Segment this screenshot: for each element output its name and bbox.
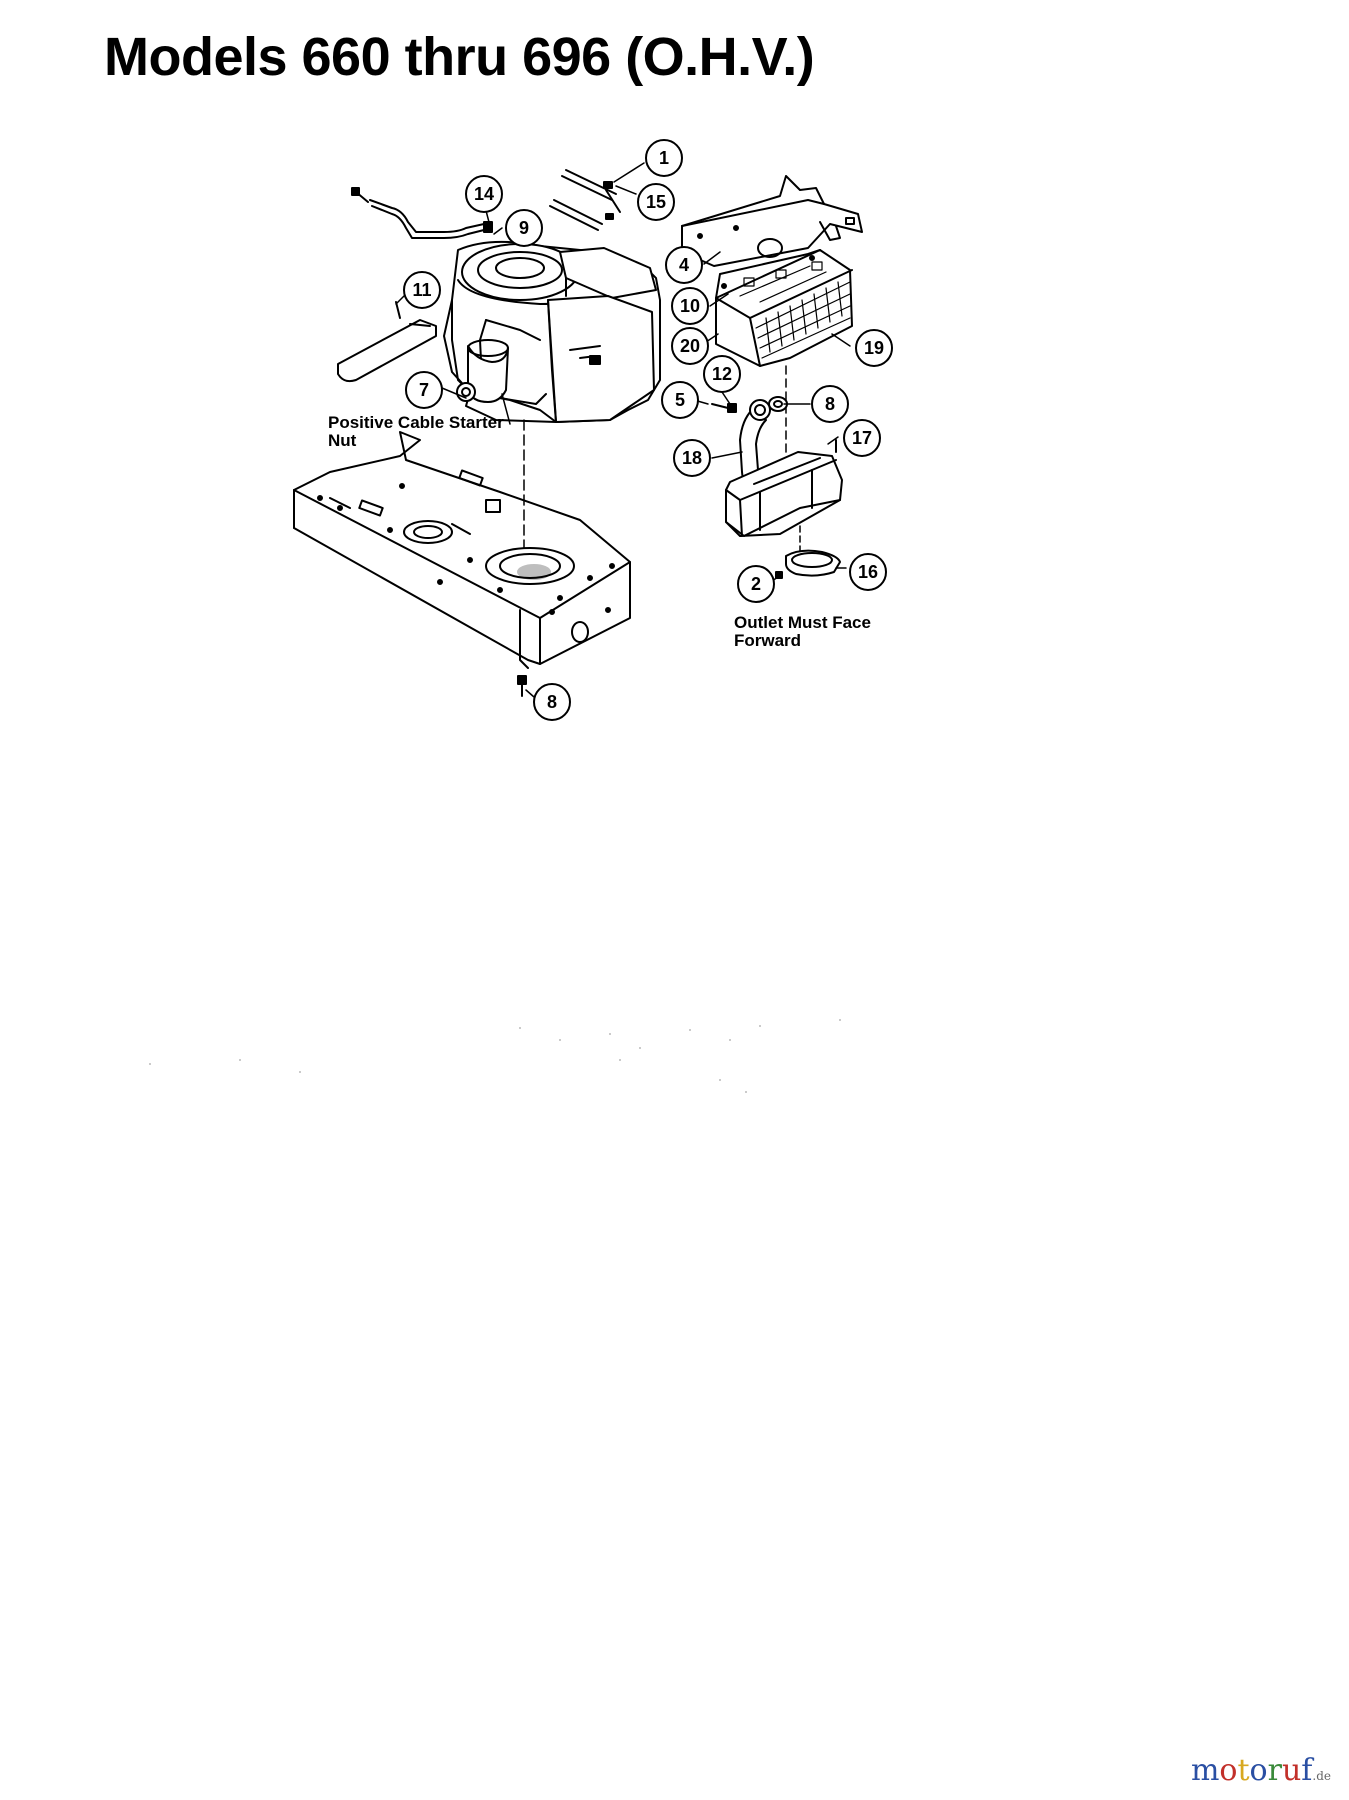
starter-note-line2: Nut — [328, 431, 357, 450]
svg-text:9: 9 — [519, 218, 529, 238]
watermark-letter: o — [1219, 1753, 1238, 1788]
svg-text:16: 16 — [858, 562, 878, 582]
svg-text:8: 8 — [547, 692, 557, 712]
callout-17: 17 — [843, 419, 881, 457]
svg-text:20: 20 — [680, 336, 700, 356]
callout-8-muffler: 8 — [811, 385, 849, 423]
svg-text:15: 15 — [646, 192, 666, 212]
callout-2: 2 — [737, 565, 775, 603]
outlet-note-line2: Forward — [734, 631, 801, 650]
svg-text:7: 7 — [419, 380, 429, 400]
callout-11: 11 — [403, 271, 441, 309]
watermark-logo: motoruf.de — [1191, 1753, 1331, 1788]
svg-text:11: 11 — [412, 280, 431, 300]
bolts-5-12 — [711, 403, 737, 413]
callout-18: 18 — [673, 439, 711, 477]
callout-14: 14 — [465, 175, 503, 213]
svg-text:5: 5 — [675, 390, 685, 410]
watermark-letter: r — [1267, 1753, 1282, 1788]
watermark-letter: f — [1301, 1753, 1313, 1788]
outlet-note-line1: Outlet Must Face — [734, 613, 871, 632]
heat-shield — [715, 249, 853, 367]
svg-text:8: 8 — [825, 394, 835, 414]
watermark-suffix: .de — [1312, 1769, 1331, 1783]
callout-12: 12 — [703, 355, 741, 393]
callout-10: 10 — [671, 287, 709, 325]
svg-text:18: 18 — [682, 448, 702, 468]
callout-19: 19 — [855, 329, 893, 367]
watermark-letter: o — [1249, 1753, 1268, 1788]
watermark-letter: t — [1237, 1753, 1250, 1788]
callout-8-frame: 8 — [533, 683, 571, 721]
muffler-deflector — [337, 301, 437, 383]
callout-20: 20 — [671, 327, 709, 365]
starter-note-line1: Positive Cable Starter — [328, 413, 504, 432]
svg-text:2: 2 — [751, 574, 761, 594]
callout-1: 1 — [645, 139, 683, 177]
svg-text:17: 17 — [852, 428, 872, 448]
muffler-bracket — [681, 175, 863, 267]
watermark-letter: m — [1190, 1753, 1220, 1788]
svg-text:4: 4 — [679, 255, 689, 275]
svg-text:10: 10 — [680, 296, 700, 316]
exhaust-pipe — [739, 396, 788, 493]
callout-9: 9 — [505, 209, 543, 247]
svg-text:12: 12 — [712, 364, 732, 384]
scan-specks — [149, 1019, 841, 1093]
muffler — [725, 439, 843, 537]
frame-bolt — [517, 675, 527, 697]
watermark-letter: u — [1281, 1753, 1302, 1788]
outlet-flange — [785, 549, 841, 577]
page-title: Models 660 thru 696 (O.H.V.) — [104, 27, 815, 87]
callout-5: 5 — [661, 381, 699, 419]
choke-rod — [351, 187, 493, 239]
svg-text:14: 14 — [474, 184, 494, 204]
callout-16: 16 — [849, 553, 887, 591]
engine — [443, 240, 661, 423]
callout-15: 15 — [637, 183, 675, 221]
svg-text:1: 1 — [659, 148, 669, 168]
leader-lines — [395, 162, 851, 698]
throttle-cable-rods — [549, 169, 621, 231]
tractor-frame — [293, 431, 631, 669]
callout-7: 7 — [405, 371, 443, 409]
callout-4: 4 — [665, 246, 703, 284]
svg-text:19: 19 — [864, 338, 884, 358]
outlet-bolt — [775, 571, 783, 579]
